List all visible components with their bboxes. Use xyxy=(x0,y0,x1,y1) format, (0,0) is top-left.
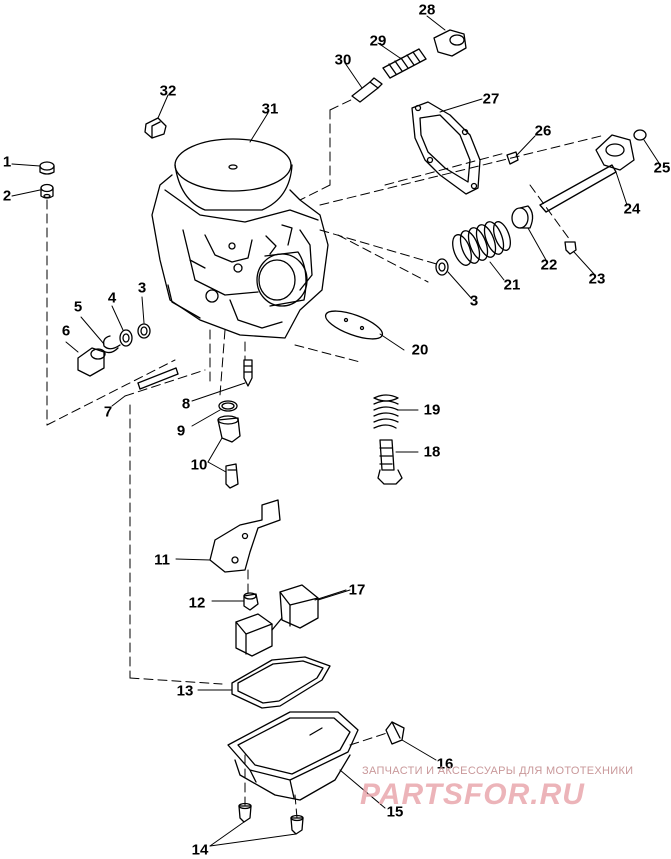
callout-3: 3 xyxy=(137,279,147,297)
callout-23: 23 xyxy=(588,270,606,288)
part-13-gasket xyxy=(231,656,331,709)
part-3-washer-right xyxy=(435,258,449,276)
part-9-o-ring xyxy=(218,400,238,412)
callout-1: 1 xyxy=(2,153,12,171)
callout-16: 16 xyxy=(436,755,454,773)
part-5-clip xyxy=(101,335,121,354)
callout-26: 26 xyxy=(534,122,552,140)
callout-22: 22 xyxy=(540,256,558,274)
part-1-cap xyxy=(39,161,55,175)
callout-24: 24 xyxy=(623,200,641,218)
part-28-adjuster-nut xyxy=(433,29,467,57)
callout-14: 14 xyxy=(191,841,209,859)
part-23-screw xyxy=(564,241,577,255)
part-15-float-bowl xyxy=(227,711,359,801)
part-2-fitting xyxy=(40,183,54,199)
callout-19: 19 xyxy=(423,401,441,419)
callout-7: 7 xyxy=(103,403,113,421)
callout-32: 32 xyxy=(159,82,177,100)
part-10-pilot-screw xyxy=(217,415,241,489)
part-21-spring xyxy=(452,221,511,266)
callout-27: 27 xyxy=(482,90,500,108)
part-8-jet-needle xyxy=(243,359,253,387)
reference-lines xyxy=(46,97,606,819)
part-25-bushing xyxy=(633,129,647,141)
part-26-screw xyxy=(506,151,519,165)
callout-13: 13 xyxy=(176,682,194,700)
callout-25: 25 xyxy=(653,159,671,177)
callout-30: 30 xyxy=(334,51,352,69)
watermark-logo: PARTSFOR.RU xyxy=(360,778,585,811)
callout-17: 17 xyxy=(348,581,366,599)
part-19-spring xyxy=(373,394,399,429)
intake-flange xyxy=(256,251,308,307)
part-14-screws xyxy=(238,802,304,835)
part-20-throttle-plate xyxy=(324,310,384,340)
part-32-screw xyxy=(144,117,167,139)
callout-21: 21 xyxy=(503,276,521,294)
part-17-float xyxy=(235,584,319,657)
callout-18: 18 xyxy=(423,443,441,461)
callout-11: 11 xyxy=(154,551,170,569)
callout-3-right: 3 xyxy=(469,292,479,310)
part-4-washer xyxy=(119,329,133,347)
part-18-throttle-stop-screw xyxy=(377,439,403,485)
watermark-text: ЗАПЧАСТИ И АКСЕССУАРЫ ДЛЯ МОТОТЕХНИКИ xyxy=(362,765,634,777)
callout-31: 31 xyxy=(261,100,279,118)
callout-10: 10 xyxy=(190,456,208,474)
callout-5: 5 xyxy=(73,298,83,316)
part-22-seal xyxy=(511,205,534,229)
carburetor-body xyxy=(151,138,329,339)
part-16-drain-screw xyxy=(385,721,405,745)
callout-20: 20 xyxy=(411,341,429,359)
part-6-cap xyxy=(77,347,106,377)
part-3-washer-left xyxy=(137,323,151,339)
callout-4: 4 xyxy=(107,289,117,307)
callout-28: 28 xyxy=(418,1,436,19)
callout-8: 8 xyxy=(181,395,191,413)
part-7-pin xyxy=(137,367,179,390)
part-11-bracket xyxy=(209,499,281,573)
part-30-plunger xyxy=(351,77,383,103)
callout-6: 6 xyxy=(61,322,71,340)
part-12-screw xyxy=(243,592,259,611)
callout-29: 29 xyxy=(369,32,387,50)
part-29-spring xyxy=(382,48,427,79)
callout-15: 15 xyxy=(386,803,404,821)
callout-2: 2 xyxy=(2,187,12,205)
part-24-throttle-shaft xyxy=(539,134,635,213)
leader-lines xyxy=(11,15,660,847)
callout-12: 12 xyxy=(188,594,206,612)
callout-9: 9 xyxy=(176,422,186,440)
